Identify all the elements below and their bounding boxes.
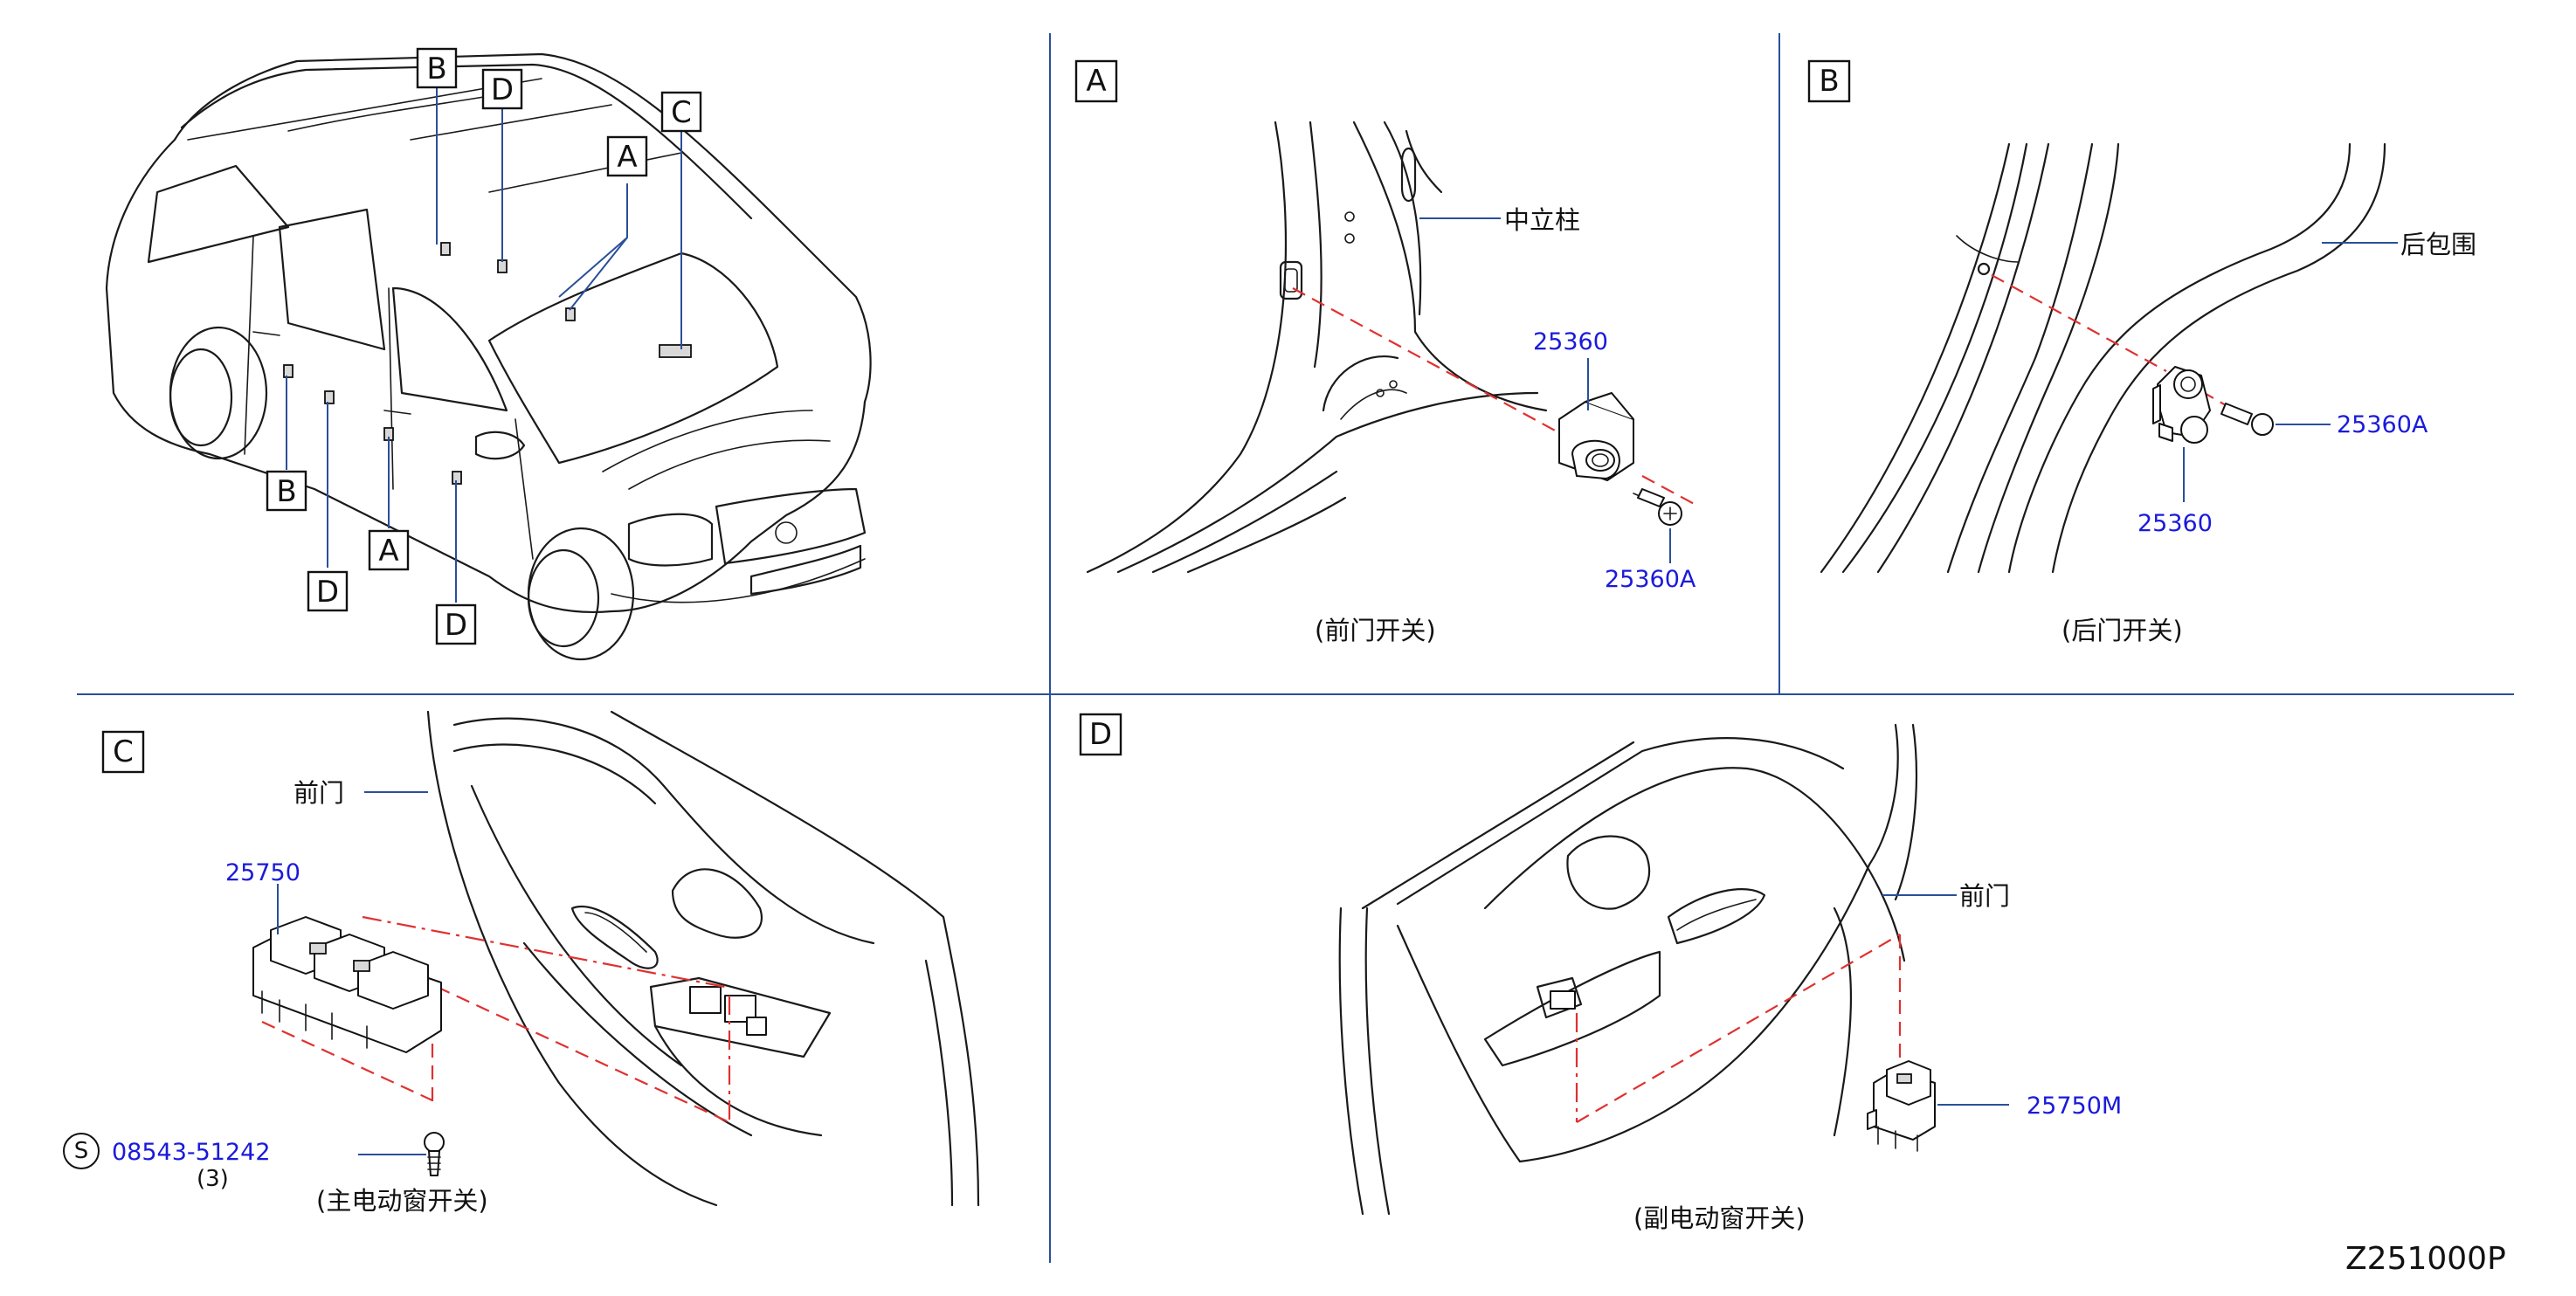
screw-a-component [1633,488,1682,526]
part-25750M: 25750M [2027,1093,2122,1120]
panel-b: B 后包围 25360A 25360 (后门开关) [1807,59,2476,645]
svg-text:S: S [74,1138,89,1164]
svg-text:A: A [617,140,637,175]
part-25360A-a: 25360A [1605,566,1696,593]
rear-trim-label: 后包围 [2400,230,2476,259]
panel-a-label: A [1074,59,1118,103]
caption-front-door-switch: (前门开关) [1315,616,1436,645]
part-25750: 25750 [225,859,300,886]
svg-text:D: D [1089,717,1112,752]
standard-part-symbol [63,1133,100,1169]
part-25360-a: 25360 [1533,328,1608,355]
diagram-code: Z251000P [2345,1241,2506,1277]
svg-text:C: C [671,95,692,130]
part-25360A-b: 25360A [2337,411,2428,438]
screw-b-component [2220,403,2274,436]
caption-passenger-window-switch: (副电动窗开关) [1633,1203,1806,1233]
front-door-label-d: 前门 [1959,881,2010,911]
panel-d: D 前门 25750M (副电动窗开关) [1079,713,2122,1233]
master-window-switch-component [252,916,442,1053]
panel-c-label: C [101,730,145,774]
caption-rear-door-switch: (后门开关) [2061,616,2183,645]
passenger-window-switch-component [1867,1060,1936,1152]
door-switch-a-component [1558,392,1634,481]
callout-b-side: B [266,470,307,512]
quantity-label: (3) [197,1166,229,1192]
svg-text:B: B [276,474,296,509]
svg-text:A: A [1086,64,1106,99]
callout-d-side-2: D [435,603,477,645]
caption-master-window-switch: (主电动窗开关) [316,1186,488,1216]
panel-b-label: B [1807,59,1851,103]
panel-dividers [77,33,2514,1263]
front-door-label-c: 前门 [294,778,344,808]
callout-d-top: D [481,68,523,110]
panel-d-label: D [1079,713,1122,756]
svg-text:C: C [113,734,134,769]
vehicle-callouts: B D A C B D A D [266,47,702,645]
part-25360-b: 25360 [2137,510,2213,537]
svg-text:D: D [491,72,514,107]
panel-c: C [63,710,980,1216]
svg-text:B: B [1819,64,1839,99]
callout-a-top: A [606,135,648,177]
callout-b-top: B [416,47,458,89]
svg-text:A: A [378,534,398,569]
vehicle-overview [105,52,872,661]
screw-c-component [424,1132,445,1176]
svg-text:D: D [316,575,339,610]
callout-a-side: A [368,529,410,571]
center-pillar-label: 中立柱 [1504,205,1580,235]
panel-a: A [1074,59,1700,645]
part-08543-51242: 08543-51242 [112,1139,271,1166]
callout-d-side: D [307,570,349,612]
svg-text:B: B [426,52,446,86]
door-switch-b-component [2152,366,2211,444]
svg-text:D: D [445,608,467,643]
callout-c-top: C [660,91,702,133]
